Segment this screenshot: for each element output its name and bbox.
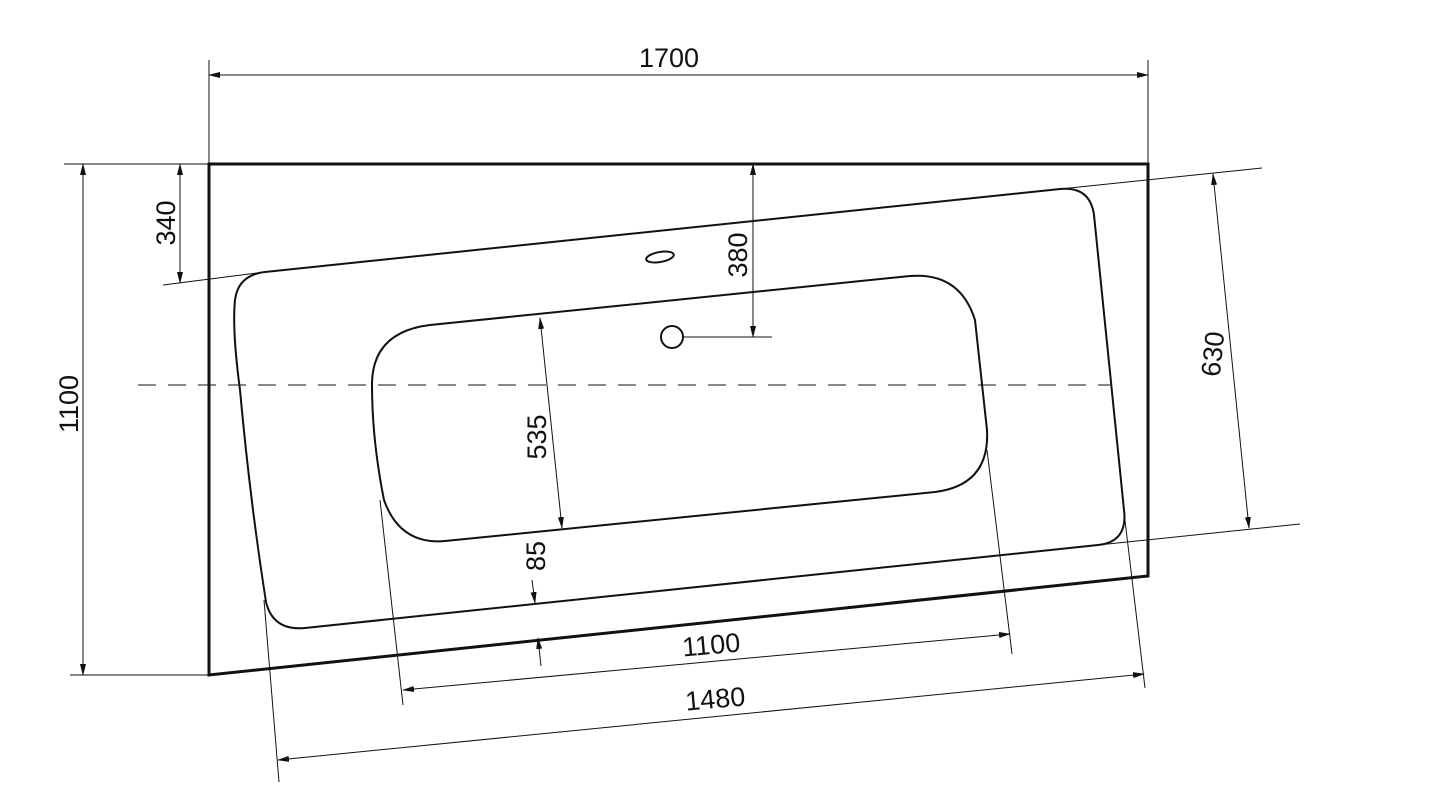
outer-bowl [233, 187, 1126, 630]
ext-line-1480-left [263, 599, 280, 783]
ext-line-1100-right [986, 449, 1013, 655]
dim-label-1480: 1480 [684, 681, 746, 716]
ext-line-1480-right [1123, 511, 1146, 689]
dim-label-85: 85 [521, 541, 551, 571]
dim-label-1700: 1700 [639, 43, 699, 73]
tub-outline [207, 162, 1150, 677]
ext-line-340 [162, 271, 266, 286]
drain-hole [660, 325, 684, 349]
dim-line-535 [538, 317, 564, 529]
dim-label-380: 380 [723, 232, 753, 277]
overflow-hole [645, 250, 675, 264]
dim-label-535: 535 [522, 414, 552, 459]
dim-label-1100-horizontal: 1100 [681, 628, 741, 663]
inner-bowl [370, 274, 989, 543]
ext-line-1100-left [379, 499, 404, 706]
dim-label-1100-vertical: 1100 [54, 375, 84, 433]
dim-label-630: 630 [1196, 330, 1231, 378]
dim-line-85 [530, 579, 537, 604]
ext-line-630-bottom [1097, 523, 1301, 546]
dim-label-340: 340 [151, 200, 181, 245]
ext-line-630-top [1059, 167, 1263, 190]
dim-line-630 [1211, 173, 1251, 529]
dim-line-1480 [277, 672, 1145, 762]
dim-line-85-lower [536, 637, 543, 667]
